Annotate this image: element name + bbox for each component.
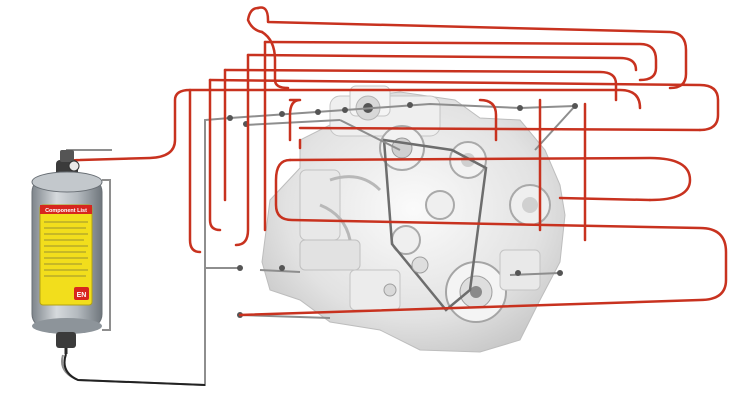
supply-pipe	[102, 179, 111, 331]
discharge-hose	[63, 353, 206, 386]
cylinder-label-title: Component List	[45, 208, 87, 214]
cylinder-label-warning: EN	[77, 292, 87, 299]
suppression-cylinder: Component List EN	[31, 150, 103, 354]
engine	[261, 85, 566, 353]
